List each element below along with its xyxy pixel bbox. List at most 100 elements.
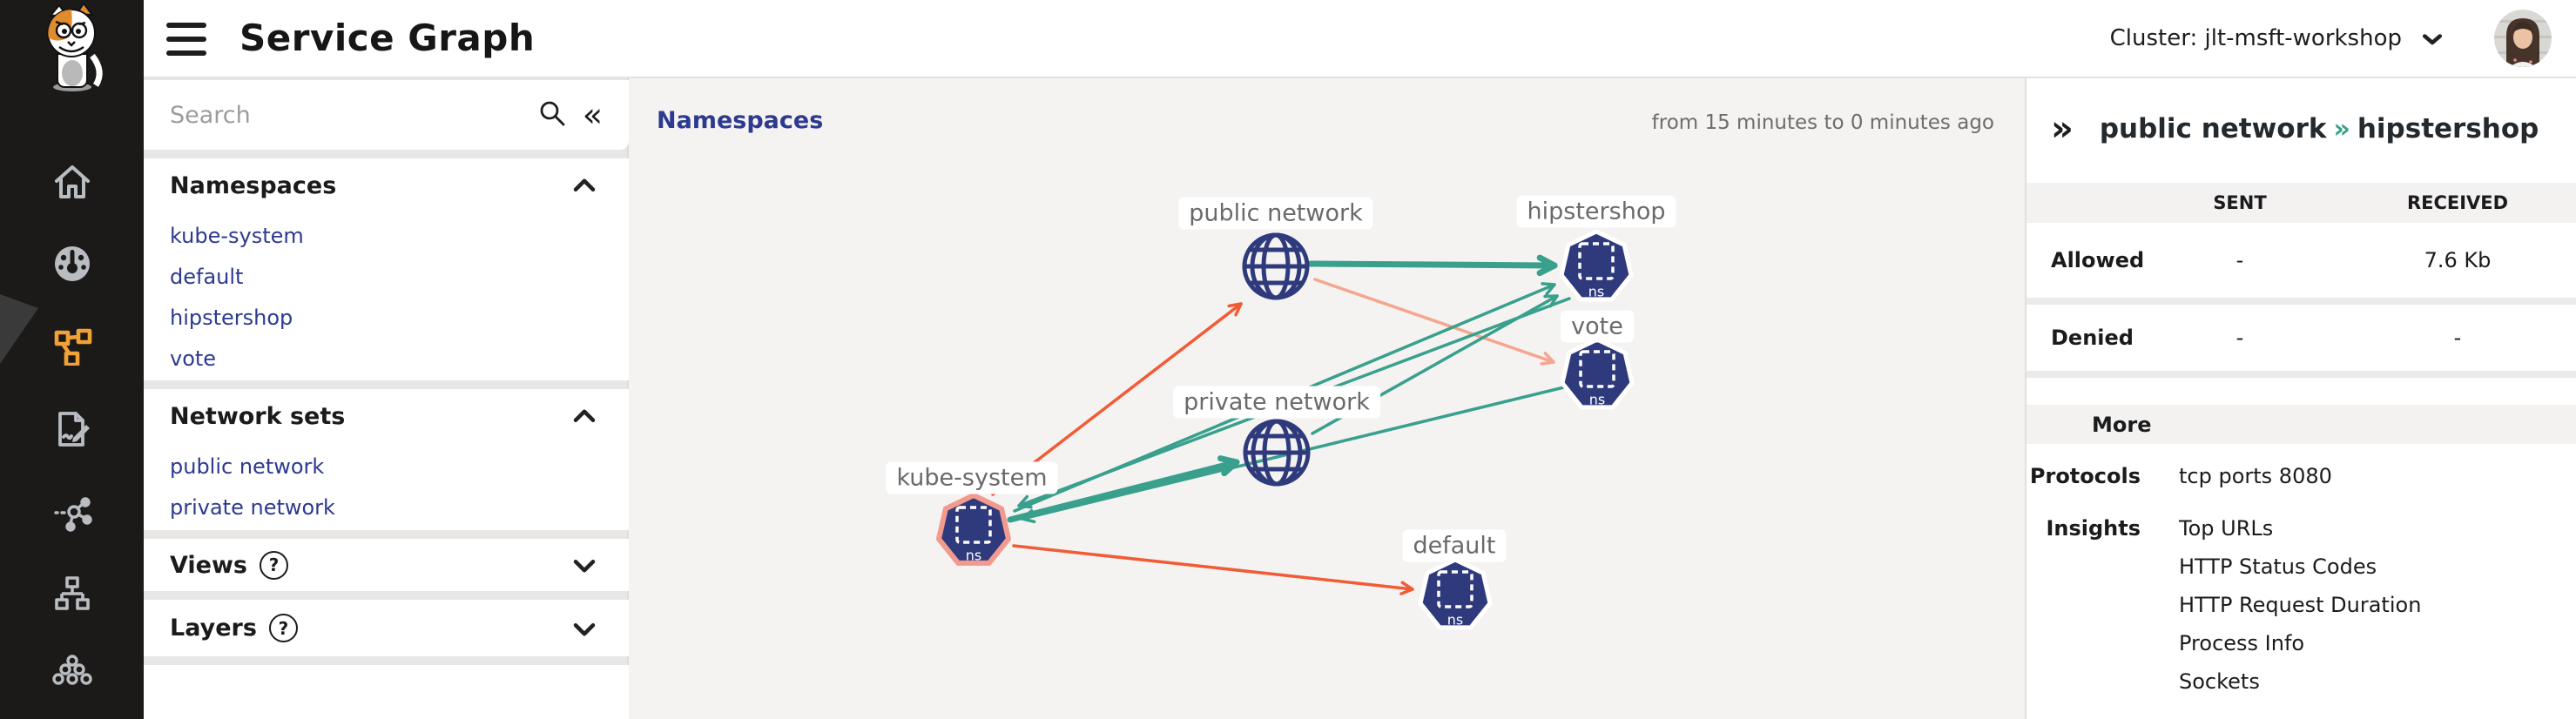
- globe-icon: [1242, 232, 1310, 300]
- denied-sent-value: -: [2235, 326, 2244, 350]
- table-row-allowed: Allowed - 7.6 Kb: [2026, 223, 2576, 298]
- help-icon[interactable]: ?: [260, 550, 289, 580]
- row-label: Allowed: [2051, 248, 2145, 272]
- user-avatar[interactable]: [2494, 10, 2552, 67]
- hierarchy-icon[interactable]: [51, 572, 94, 615]
- view-label: Namespaces: [657, 107, 824, 134]
- cluster-selector[interactable]: Cluster: jlt-msft-workshop: [2110, 0, 2552, 77]
- allowed-received-value: 7.6 Kb: [2424, 248, 2492, 272]
- sidebar-item-vote[interactable]: vote: [170, 346, 217, 371]
- insight-item: Top URLs: [2179, 516, 2274, 541]
- chevron-up-icon[interactable]: [571, 404, 597, 430]
- home-icon[interactable]: [51, 160, 94, 204]
- network-sets-section: Network sets public network private netwo…: [144, 389, 629, 530]
- column-sent: SENT: [2213, 192, 2267, 213]
- dashboard-gauge-icon[interactable]: [51, 242, 94, 286]
- sidebar-item-default[interactable]: default: [170, 264, 244, 289]
- namespace-badge: ns: [1589, 392, 1605, 408]
- sidebar-item-private-network[interactable]: private network: [170, 494, 335, 520]
- panel-title: » public network » hipstershop: [2051, 103, 2539, 155]
- node-private-network[interactable]: [1243, 419, 1311, 487]
- namespace-badge: ns: [1447, 612, 1463, 628]
- namespaces-section-title: Namespaces: [170, 172, 337, 199]
- traffic-table-header: SENT RECEIVED: [2026, 183, 2576, 223]
- edge-public-network-to-vote[interactable]: [1313, 278, 1555, 366]
- protocols-label: Protocols: [2029, 464, 2141, 488]
- sidebar-filler: [144, 665, 629, 719]
- node-kube-system[interactable]: ns: [936, 493, 1011, 566]
- node-label-vote[interactable]: vote: [1561, 310, 1634, 343]
- chevron-down-icon[interactable]: [571, 552, 597, 578]
- time-range-label: from 15 minutes to 0 minutes ago: [1651, 111, 1994, 134]
- protocols-value: tcp ports 8080: [2179, 464, 2332, 488]
- row-label: Denied: [2051, 326, 2134, 350]
- node-label-hipstershop[interactable]: hipstershop: [1516, 195, 1676, 228]
- namespace-badge: ns: [966, 548, 981, 564]
- views-section[interactable]: Views ?: [144, 539, 629, 591]
- network-sets-list: public network private network: [144, 446, 629, 527]
- edge-details-panel: » public network » hipstershop SENT RECE…: [2025, 78, 2576, 719]
- layers-section[interactable]: Layers ?: [144, 600, 629, 656]
- edge-arrow-icon: »: [2333, 113, 2350, 144]
- sidebar-item-kube-system[interactable]: kube-system: [170, 223, 304, 248]
- node-public-network[interactable]: [1242, 232, 1310, 300]
- more-title: More: [2092, 412, 2152, 437]
- service-graph-icon[interactable]: [51, 323, 94, 366]
- cluster-label: Cluster: jlt-msft-workshop: [2109, 25, 2402, 51]
- service-graph-svg: ns ns ns ns: [936, 229, 1635, 630]
- table-row-denied: Denied - -: [2026, 305, 2576, 371]
- insight-item: Process Info: [2179, 631, 2305, 655]
- chevron-down-icon[interactable]: [571, 615, 597, 642]
- collapse-panel-icon[interactable]: »: [2051, 109, 2074, 149]
- chevron-down-icon: [2423, 34, 2442, 45]
- layers-section-title: Layers: [170, 615, 257, 642]
- edge-source-label: public network: [2099, 113, 2327, 144]
- views-section-title: Views: [170, 551, 248, 579]
- insights-label: Insights: [2046, 516, 2141, 541]
- connections-icon[interactable]: [51, 492, 94, 535]
- clusters-icon[interactable]: [51, 651, 94, 695]
- sidebar-item-hipstershop[interactable]: hipstershop: [170, 305, 293, 330]
- network-sets-section-title: Network sets: [170, 403, 346, 430]
- node-default[interactable]: ns: [1418, 557, 1493, 630]
- node-vote[interactable]: ns: [1560, 337, 1635, 410]
- namespaces-section: Namespaces kube-system default hipstershop…: [144, 158, 629, 380]
- namespaces-list: kube-system default hipstershop vote: [144, 215, 629, 379]
- cat-tail: [90, 53, 103, 87]
- graph-canvas[interactable]: Namespaces from 15 minutes to 0 minutes …: [629, 78, 2025, 719]
- policy-editor-icon[interactable]: [51, 407, 94, 451]
- edge-kube-system-to-default[interactable]: [1012, 544, 1414, 595]
- globe-icon: [1243, 419, 1311, 487]
- row-divider: [2026, 298, 2576, 305]
- search-input[interactable]: [170, 101, 537, 129]
- denied-received-value: -: [2453, 326, 2462, 350]
- node-label-private-network[interactable]: private network: [1173, 386, 1380, 419]
- insight-item: HTTP Request Duration: [2179, 593, 2422, 617]
- node-label-public-network[interactable]: public network: [1178, 197, 1373, 230]
- sidebar: « Namespaces kube-system default hipstersh…: [144, 78, 629, 719]
- search-icon[interactable]: [537, 98, 567, 131]
- namespace-badge: ns: [1588, 284, 1604, 300]
- insight-item: Sockets: [2179, 669, 2260, 694]
- insight-item: HTTP Status Codes: [2179, 554, 2377, 579]
- help-icon[interactable]: ?: [268, 614, 298, 642]
- page-title: Service Graph: [239, 17, 536, 59]
- edge-public-network-to-hipstershop[interactable]: [1307, 254, 1558, 277]
- rail-fold-decoration: [0, 294, 38, 364]
- node-label-default[interactable]: default: [1402, 529, 1507, 562]
- collapse-sidebar-icon[interactable]: «: [582, 96, 603, 134]
- row-divider: [2026, 371, 2576, 378]
- column-received: RECEIVED: [2406, 192, 2509, 213]
- node-label-kube-system[interactable]: kube-system: [886, 461, 1058, 494]
- chevron-up-icon[interactable]: [571, 173, 597, 199]
- otter-cat-logo-icon: [47, 3, 103, 91]
- edge-target-label: hipstershop: [2357, 113, 2539, 144]
- menu-hamburger-button[interactable]: [166, 23, 206, 56]
- search-section: «: [144, 80, 629, 150]
- top-bar: Service Graph Cluster: jlt-msft-workshop: [144, 0, 2576, 78]
- sidebar-item-public-network[interactable]: public network: [170, 454, 325, 479]
- icon-rail: [0, 0, 144, 719]
- node-hipstershop[interactable]: ns: [1559, 229, 1634, 302]
